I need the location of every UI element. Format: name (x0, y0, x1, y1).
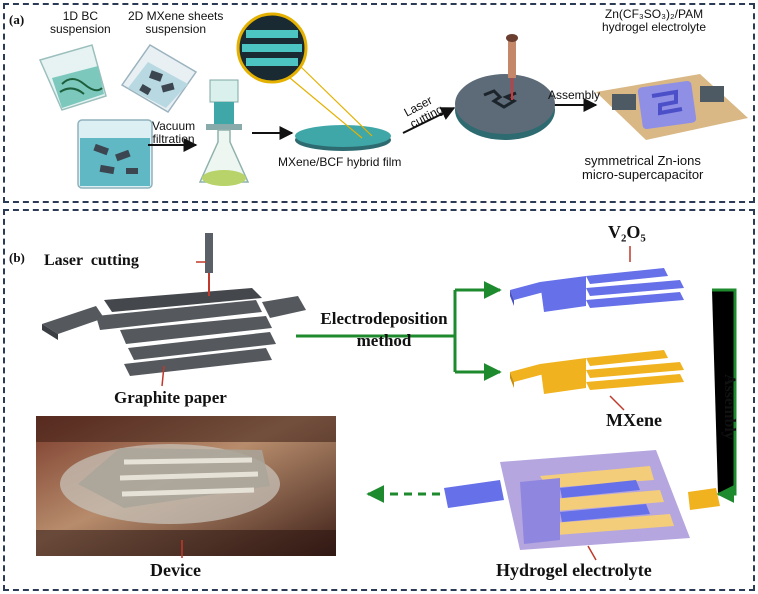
hybrid-film-label: MXene/BCF hybrid film (278, 155, 402, 169)
laser-cutting-b-label: Laser cutting (44, 252, 139, 269)
laser-cut-disc-icon (455, 34, 555, 140)
hybrid-film-icon (295, 125, 391, 151)
vacuum-line-2: filtration (152, 132, 195, 146)
panel-a-tag: (a) (9, 12, 25, 27)
vacuum-line-1: Vacuum (152, 119, 196, 133)
graphite-paper-label: Graphite paper (114, 388, 227, 407)
mixture-beaker-icon (77, 119, 153, 189)
electrolyte-line-1: Zn(CF₃SO₃)₂/PAM (604, 7, 704, 21)
micro-supercapacitor-icon (596, 74, 748, 140)
electrolyte-line-2: hydrogel electrolyte (602, 20, 707, 34)
device-a-line-1: symmetrical Zn-ions (584, 153, 701, 168)
device-a-line-2: micro-supercapacitor (582, 167, 704, 182)
electrodeposition-line-2: method (356, 331, 412, 350)
device-a-label: symmetrical Zn-ions micro-supercapacitor (582, 154, 703, 182)
mxene-electrode-icon (510, 350, 684, 394)
electrodeposition-line-1: Electrodeposition (320, 309, 448, 328)
electrodeposition-label: Electrodeposition method (298, 308, 470, 352)
panel-a (3, 3, 755, 203)
assembled-device-icon (444, 450, 720, 550)
bc-suspension-label: 1D BC suspension (50, 10, 111, 36)
bc-suspension-line-2: suspension (50, 22, 111, 36)
mxene-suspension-line-1: 2D MXene sheets (128, 9, 224, 23)
panel-b-tag: (b) (9, 250, 25, 265)
v2o5-label: V₂O₅ (608, 222, 646, 242)
mxene-label: MXene (606, 410, 662, 430)
assembly-b-label: Assembly (721, 374, 738, 440)
bc-beaker-icon (38, 44, 107, 111)
device-b-label: Device (150, 560, 201, 580)
device-photo (36, 416, 336, 556)
v2o5-electrode-icon (510, 268, 684, 312)
bc-suspension-line-1: 1D BC (62, 9, 99, 23)
hydrogel-label: Hydrogel electrolyte (496, 560, 652, 580)
panel-b (3, 209, 755, 591)
mxene-beaker-icon (120, 44, 198, 113)
assembly-a-label: Assembly (548, 88, 601, 102)
electrolyte-a-label: Zn(CF₃SO₃)₂/PAM hydrogel electrolyte (602, 8, 706, 34)
filtration-flask-icon (198, 79, 250, 186)
graphite-paper-icon (42, 233, 306, 376)
mxene-suspension-label: 2D MXene sheets suspension (128, 10, 223, 36)
vacuum-filtration-label: Vacuum filtration (152, 120, 195, 146)
film-zoom-icon (236, 12, 373, 139)
mxene-suspension-line-2: suspension (145, 22, 207, 36)
